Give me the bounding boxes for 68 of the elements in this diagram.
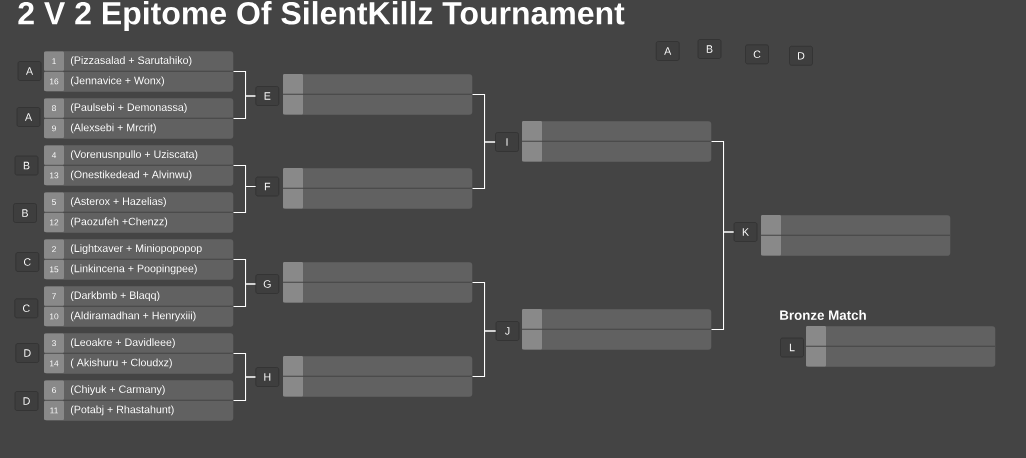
match-box: [521, 121, 712, 162]
letter-box: A: [655, 41, 680, 61]
team-name: (Leoakre + Davidleee): [70, 338, 175, 349]
team-name: (Onestikedead + Alvinwu): [70, 170, 192, 181]
letter-box: C: [745, 44, 769, 65]
match-box: [282, 356, 473, 397]
seed-cell: 4: [44, 145, 64, 165]
seed-cell: 13: [44, 165, 64, 185]
seed-cell: 5: [44, 192, 64, 212]
letter-box: I: [495, 132, 519, 152]
letter-box: B: [13, 203, 37, 223]
seed-cell: 9: [44, 118, 64, 138]
letter-box: E: [255, 86, 280, 106]
letter-box: D: [789, 45, 813, 66]
letter-box: J: [495, 321, 520, 341]
letter-box: K: [733, 222, 758, 242]
seed-cell: 8: [44, 98, 64, 118]
seed-cell: 11: [44, 400, 64, 420]
letter-box: C: [15, 252, 40, 272]
letter-box: D: [14, 391, 39, 411]
match-box: [282, 74, 473, 115]
bracket-line: [472, 330, 497, 378]
team-name: (Darkbmb + Blaqq): [70, 291, 160, 302]
team-name: (Linkincena + Poopingpee): [70, 264, 197, 275]
team-name: (Lightxaver + Miniopopopop: [70, 244, 202, 255]
team-name: (Asterox + Hazelias): [70, 197, 166, 208]
seed-cell: 3: [44, 333, 64, 353]
bracket-line: [233, 283, 256, 308]
team-name: (Jennavice + Wonx): [70, 76, 164, 87]
letter-box: D: [15, 343, 40, 363]
team-name: (Potabj + Rhastahunt): [70, 405, 174, 416]
letter-box: C: [14, 298, 39, 319]
bracket-line: [472, 141, 496, 190]
team-name: (Alexsebi + Mrcrit): [70, 123, 156, 134]
seed-cell: 15: [44, 259, 64, 279]
letter-box: A: [16, 107, 41, 127]
bracket-line: [711, 231, 735, 331]
seed-cell: 12: [44, 212, 64, 232]
match-box: [282, 262, 473, 303]
seed-cell: 10: [44, 306, 64, 326]
team-name: (Paulsebi + Demonassa): [70, 103, 187, 114]
bracket-line: [233, 376, 256, 402]
letter-box: B: [697, 39, 722, 59]
team-name: (Pizzasalad + Sarutahiko): [70, 56, 192, 67]
letter-box: G: [255, 274, 280, 294]
match-box: [282, 168, 473, 209]
seed-cell: 1: [44, 51, 64, 71]
bracket-line: [233, 185, 256, 214]
letter-box: B: [14, 155, 39, 176]
letter-box: H: [255, 367, 280, 387]
bracket-line: [233, 95, 256, 120]
seed-cell: 16: [44, 71, 64, 91]
team-name: (Paozufeh +Chenzz): [70, 217, 168, 228]
match-box: [521, 309, 712, 350]
team-name: (Chiyuk + Carmany): [70, 385, 165, 396]
team-name: ( Akishuru + Cloudxz): [70, 358, 172, 369]
seed-cell: 7: [44, 286, 64, 306]
match-box: [760, 215, 951, 256]
seed-cell: 6: [44, 380, 64, 400]
title: 2 V 2 Epitome Of SilentKillz Tournament: [18, 1, 625, 31]
seed-cell: 14: [44, 353, 64, 373]
section-heading: Bronze Match: [780, 310, 866, 320]
team-name: (Aldiramadhan + Henryxiii): [70, 311, 196, 322]
letter-box: A: [17, 61, 42, 81]
seed-cell: 2: [44, 239, 64, 259]
team-name: (Vorenusnpullo + Uziscata): [70, 150, 198, 161]
letter-box: L: [780, 337, 804, 358]
letter-box: F: [255, 176, 280, 197]
